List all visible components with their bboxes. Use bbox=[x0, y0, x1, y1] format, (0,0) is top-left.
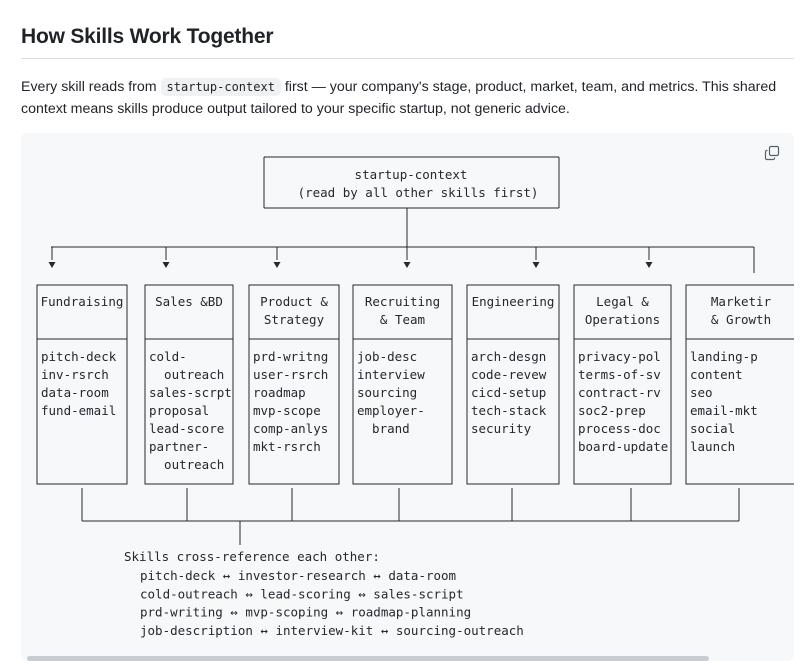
category-box bbox=[248, 284, 340, 485]
xref-heading: Skills cross-reference each other: bbox=[124, 549, 380, 564]
intro-text-after: first — your company's stage, product, m… bbox=[21, 79, 777, 117]
skill-item: process-doc bbox=[578, 421, 661, 436]
skill-item: seo bbox=[690, 385, 713, 400]
skill-item: comp-anlys bbox=[253, 421, 328, 436]
category-title: Recruiting bbox=[365, 294, 440, 309]
horizontal-scrollbar[interactable] bbox=[27, 656, 709, 661]
category-box bbox=[144, 284, 234, 485]
code-block: startup-context (read by all other skills… bbox=[21, 133, 794, 661]
category-title: Operations bbox=[585, 312, 660, 327]
skill-item: landing-p bbox=[690, 349, 758, 364]
arrow-down-icon bbox=[645, 262, 653, 268]
category-title: Strategy bbox=[264, 312, 325, 327]
xref-line: pitch-deck ↔ investor-research ↔ data-ro… bbox=[140, 568, 456, 583]
skill-item: proposal bbox=[149, 403, 209, 418]
skill-item: mkt-rsrch bbox=[253, 439, 321, 454]
skill-item: inv-rsrch bbox=[41, 367, 109, 382]
xref-line: job-description ↔ interview-kit ↔ sourci… bbox=[140, 623, 524, 638]
copy-button[interactable] bbox=[764, 145, 780, 161]
arrow-down-icon bbox=[162, 262, 170, 268]
skill-item: employer- bbox=[357, 403, 425, 418]
category-title: Product & bbox=[260, 294, 328, 309]
skill-item: user-rsrch bbox=[253, 367, 328, 382]
category-title: & Team bbox=[380, 312, 425, 327]
skill-item: cold- bbox=[149, 349, 187, 364]
category-box bbox=[573, 284, 672, 485]
intro-paragraph: Every skill reads from startup-context f… bbox=[21, 76, 791, 120]
skill-item: interview bbox=[357, 367, 425, 382]
heading-divider bbox=[21, 58, 794, 59]
inline-code-startup-context: startup-context bbox=[160, 78, 281, 96]
skill-item: data-room bbox=[41, 385, 109, 400]
skill-item: mvp-scope bbox=[253, 403, 321, 418]
skill-item: job-desc bbox=[357, 349, 417, 364]
arrow-down-icon bbox=[403, 262, 411, 268]
skill-item: pitch-deck bbox=[41, 349, 117, 364]
category-box bbox=[466, 284, 560, 485]
skill-item: board-update bbox=[578, 439, 668, 454]
arrow-down-icon bbox=[532, 262, 540, 268]
intro-text-before: Every skill reads from bbox=[21, 79, 161, 95]
skill-item: prd-writng bbox=[253, 349, 328, 364]
root-subtitle: (read by all other skills first) bbox=[298, 185, 539, 200]
skill-item: sales-scrpt bbox=[149, 385, 232, 400]
skill-item: social bbox=[690, 421, 735, 436]
category-box bbox=[685, 284, 794, 485]
category-title: & Growth bbox=[711, 312, 771, 327]
skill-item: code-revew bbox=[471, 367, 547, 382]
skill-item: content bbox=[690, 367, 743, 382]
arrow-down-icon bbox=[48, 262, 56, 268]
skill-item: tech-stack bbox=[471, 403, 547, 418]
category-title: Fundraising bbox=[41, 294, 124, 309]
copy-icon bbox=[764, 145, 780, 161]
skill-item: cicd-setup bbox=[471, 385, 546, 400]
category-box bbox=[36, 284, 128, 485]
category-title: Marketir bbox=[711, 294, 772, 309]
skills-diagram: startup-context (read by all other skills… bbox=[36, 156, 794, 638]
skill-item: email-mkt bbox=[690, 403, 758, 418]
skill-item: fund-email bbox=[41, 403, 116, 418]
category-box bbox=[352, 284, 453, 485]
skill-item: brand bbox=[357, 421, 410, 436]
skill-item: contract-rv bbox=[578, 385, 661, 400]
arrow-down-icon bbox=[273, 262, 281, 268]
skill-item: lead-score bbox=[149, 421, 224, 436]
skill-item: outreach bbox=[149, 457, 224, 472]
skill-item: privacy-pol bbox=[578, 349, 661, 364]
skill-item: outreach bbox=[149, 367, 224, 382]
skill-item: sourcing bbox=[357, 385, 417, 400]
skill-item: terms-of-sv bbox=[578, 367, 661, 382]
xref-line: prd-writing ↔ mvp-scoping ↔ roadmap-plan… bbox=[140, 605, 471, 620]
category-title: Sales &BD bbox=[155, 294, 223, 309]
skill-item: soc2-prep bbox=[578, 403, 646, 418]
skill-item: security bbox=[471, 421, 532, 436]
skill-item: arch-desgn bbox=[471, 349, 546, 364]
category-title: Legal & bbox=[596, 294, 649, 309]
category-title: Engineering bbox=[472, 294, 555, 309]
skill-item: roadmap bbox=[253, 385, 306, 400]
skill-item: partner- bbox=[149, 439, 209, 454]
section-heading: How Skills Work Together bbox=[21, 25, 274, 48]
skill-item: launch bbox=[690, 439, 735, 454]
xref-line: cold-outreach ↔ lead-scoring ↔ sales-scr… bbox=[140, 586, 464, 601]
root-title: startup-context bbox=[355, 167, 468, 182]
